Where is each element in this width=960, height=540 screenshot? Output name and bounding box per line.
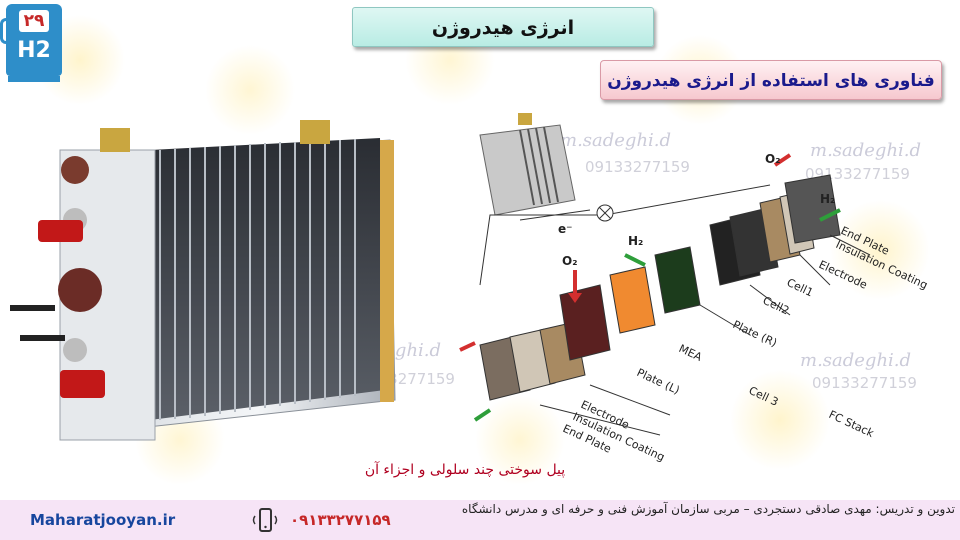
footer-bar: Maharatjooyan.ir ۰۹۱۳۳۲۷۷۱۵۹ تدوین و تدر… bbox=[0, 500, 960, 540]
fuel-cell-stack-photo bbox=[10, 120, 396, 441]
fuel-cell-exploded-diagram: O₂ H₂ O₂ H₂ e⁻ End Plate Insulation Coat… bbox=[459, 113, 930, 464]
h2-label: H₂ bbox=[820, 192, 835, 206]
label-electrode-top: Electrode bbox=[817, 258, 870, 292]
slide-number: ۲۹ bbox=[19, 10, 49, 32]
o2-label: O₂ bbox=[765, 152, 780, 166]
label-plate-l: Plate (L) bbox=[635, 366, 682, 397]
watermark-name: m.sadeghi.d bbox=[560, 130, 672, 151]
o2-label: O₂ bbox=[562, 254, 577, 268]
page-title: انرژی هیدروژن bbox=[352, 7, 654, 47]
author-credit: تدوین و تدریس: مهدی صادقی دستجردی – مربی… bbox=[461, 502, 955, 516]
label-cell2: Cell2 bbox=[761, 294, 791, 317]
watermark-phone: 09133277159 bbox=[585, 158, 690, 176]
label-cell1: Cell1 bbox=[785, 276, 815, 299]
badge-base bbox=[8, 76, 60, 82]
label-plate-r: Plate (R) bbox=[731, 318, 779, 350]
watermark-phone: 09133277159 bbox=[812, 374, 917, 392]
label-fc-stack: FC Stack bbox=[827, 408, 877, 440]
page-subtitle: فناوری های استفاده از انرژی هیدروژن bbox=[600, 60, 942, 100]
watermark-phone: 09133277159 bbox=[805, 165, 910, 183]
website-link[interactable]: Maharatjooyan.ir bbox=[30, 511, 176, 529]
h2-label: H₂ bbox=[628, 234, 643, 248]
label-mea: MEA bbox=[677, 342, 705, 364]
mobile-phone-icon bbox=[252, 508, 278, 532]
label-cell3: Cell 3 bbox=[747, 384, 781, 409]
h2-pump-badge: ۲۹ H2 bbox=[0, 4, 62, 82]
watermark-name: m.sadeghi.d bbox=[800, 350, 912, 371]
electron-label: e⁻ bbox=[558, 222, 572, 236]
badge-h2-label: H2 bbox=[17, 38, 51, 63]
contact-phone: ۰۹۱۳۳۲۷۷۱۵۹ bbox=[290, 511, 391, 529]
watermark-name: m.sadeghi.d bbox=[810, 140, 922, 161]
pump-nozzle-icon bbox=[0, 18, 8, 44]
figure-caption: پیل سوختی چند سلولی و اجزاء آن bbox=[364, 462, 566, 478]
